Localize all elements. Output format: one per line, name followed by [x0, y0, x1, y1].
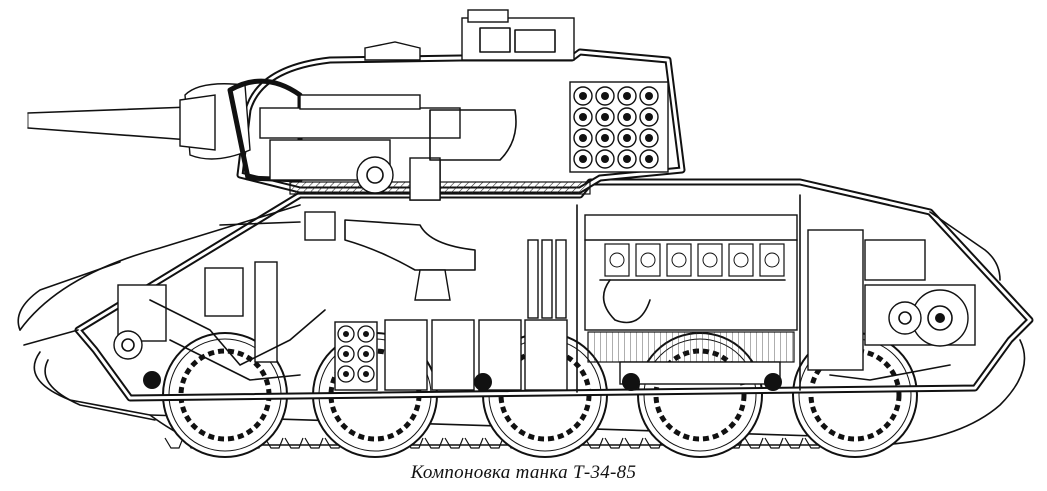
cylinder-head — [640, 252, 656, 268]
shell-base — [645, 134, 653, 142]
shell-base — [623, 134, 631, 142]
shell-base — [601, 92, 609, 100]
shell-base — [623, 113, 631, 121]
shell-base — [579, 134, 587, 142]
track-link — [484, 437, 504, 449]
cylinder-head — [702, 252, 718, 268]
transmission — [807, 229, 976, 381]
shell-base — [623, 92, 631, 100]
cylinder-head — [671, 252, 687, 268]
shell-base — [623, 155, 631, 163]
engine-cylinder — [759, 243, 785, 277]
track-link — [604, 437, 624, 449]
shell-base — [579, 113, 587, 121]
track-link — [304, 437, 324, 449]
driver-compartment — [113, 211, 336, 381]
engine-cylinder — [604, 243, 630, 277]
track-link — [784, 437, 804, 449]
shell-base — [645, 92, 653, 100]
shell-base — [601, 155, 609, 163]
shell-base — [579, 92, 587, 100]
shell-base — [601, 134, 609, 142]
track-link — [284, 437, 304, 449]
shell-base — [645, 113, 653, 121]
track-link — [464, 437, 484, 449]
ammo-rack — [569, 81, 669, 173]
figure-caption: Компоновка танка Т-34-85 — [410, 462, 637, 483]
track-link — [264, 437, 284, 449]
shell-base — [343, 351, 349, 357]
shell-base — [343, 371, 349, 377]
gun — [27, 94, 517, 201]
track-link — [744, 437, 764, 449]
track-link — [584, 437, 604, 449]
ammo-hull-rack — [334, 219, 568, 391]
track-link — [164, 437, 184, 449]
track-link — [424, 437, 444, 449]
engine-cylinder — [666, 243, 692, 277]
shell-base — [363, 331, 369, 337]
cylinder-head — [609, 252, 625, 268]
engine-cylinder — [697, 243, 723, 277]
hull — [19, 178, 1034, 402]
shell-base — [363, 351, 369, 357]
engine-cylinder — [635, 243, 661, 277]
engine — [584, 214, 798, 385]
cylinder-head — [733, 252, 749, 268]
cylinder-head — [764, 252, 780, 268]
engine-cylinder — [728, 243, 754, 277]
shell-base — [645, 155, 653, 163]
shell-base — [343, 331, 349, 337]
hull-bosses — [143, 371, 782, 391]
shell-base — [601, 113, 609, 121]
track-link — [624, 437, 644, 449]
track-link — [444, 437, 464, 449]
shell-base — [363, 371, 369, 377]
track-link — [764, 437, 784, 449]
shell-base — [579, 155, 587, 163]
